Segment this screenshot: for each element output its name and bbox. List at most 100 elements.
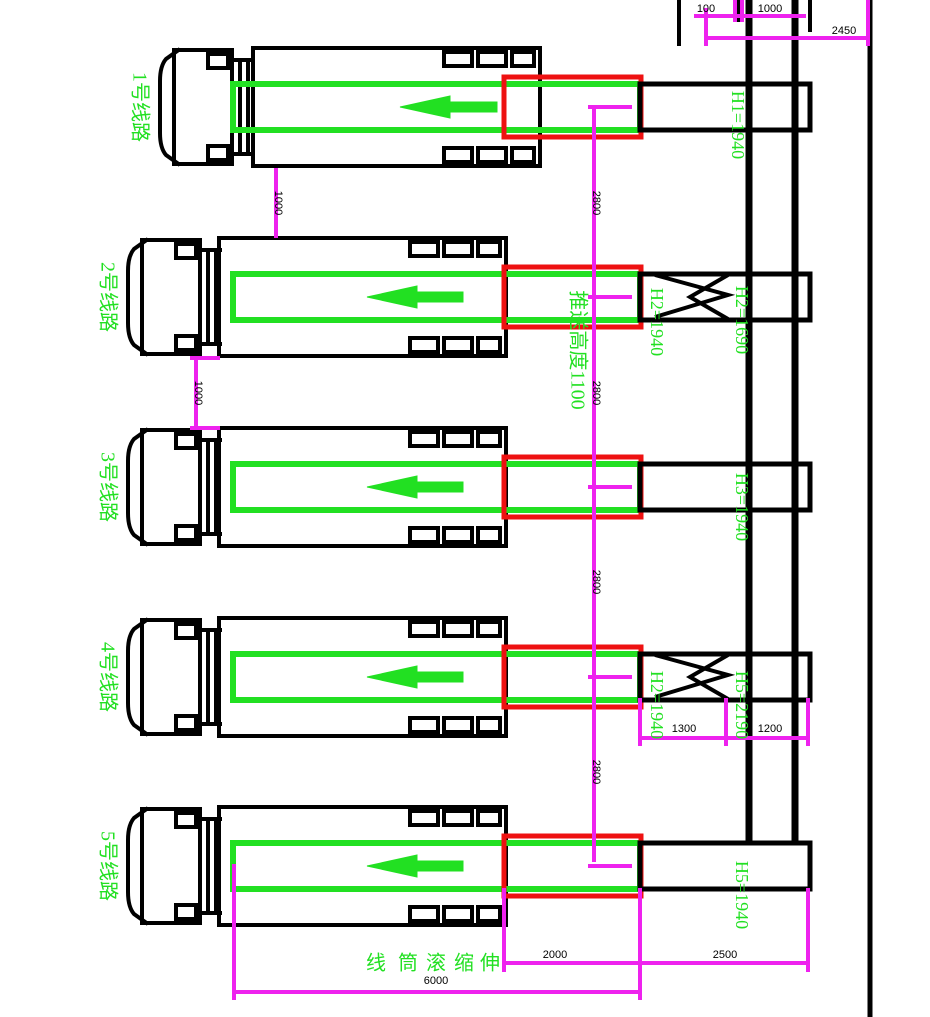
truck-2	[126, 236, 508, 358]
height-label-2b-group: H2=1690	[732, 286, 752, 354]
cab-outline-icon	[126, 427, 150, 547]
line-label-3: 3号线路	[96, 452, 119, 522]
line-label-1-group: 1号线路	[128, 72, 151, 142]
wheel-icon	[442, 430, 474, 448]
height-label-2b: H2=1690	[732, 286, 752, 354]
line-label-5-group: 5号线路	[96, 831, 119, 901]
cab-outline-icon	[126, 617, 150, 737]
mirror-icon	[206, 52, 230, 70]
dimension-text: 1200	[758, 723, 782, 735]
mirror-icon	[174, 903, 198, 921]
line-label-3-group: 3号线路	[96, 452, 119, 522]
telescopic-char-4: 筒	[398, 952, 418, 975]
wheel-icon	[442, 240, 474, 258]
trucks-layer	[126, 46, 644, 927]
line-label-5: 5号线路	[96, 831, 119, 901]
wheel-icon	[476, 146, 508, 164]
cab-outline-icon	[126, 806, 150, 926]
wheel-icon	[442, 905, 474, 923]
dim-text-group: 2800	[590, 381, 602, 405]
height-label-1-group: H1=1940	[728, 91, 748, 159]
dim-text-group: 1000	[272, 191, 284, 215]
dimension-text: 2800	[590, 760, 602, 784]
arrow-left-icon	[366, 475, 464, 499]
telescopic-char-5: 线	[366, 952, 386, 975]
line-label-4-group: 4号线路	[96, 642, 119, 712]
wheel-icon	[442, 620, 474, 638]
mirror-icon	[174, 524, 198, 542]
wheel-icon	[442, 336, 474, 354]
wheel-icon	[442, 146, 474, 164]
dimension-text: 100	[697, 3, 715, 15]
height-label-4-group: H2=1940	[647, 671, 667, 739]
height-label-2: H2=1940	[647, 288, 667, 356]
cab-outline-icon	[158, 47, 182, 167]
mirror-icon	[174, 432, 198, 450]
mirror-icon	[174, 334, 198, 352]
wheel-icon	[476, 905, 502, 923]
conveyor-extension-1	[637, 81, 813, 133]
dimension-text: 2800	[590, 191, 602, 215]
telescopic-char-2: 缩	[454, 952, 474, 975]
wheel-icon	[442, 716, 474, 734]
height-label-3: H3=1940	[732, 473, 752, 541]
conveyor-extension-5	[637, 840, 813, 892]
truck-1	[158, 46, 542, 168]
dimensions-layer	[190, 0, 870, 1000]
dimension-text: 2800	[590, 570, 602, 594]
dimension-text: 2500	[713, 949, 737, 961]
mirror-icon	[174, 811, 198, 829]
cab-outline-icon	[126, 237, 150, 357]
arrow-left-icon	[366, 665, 464, 689]
truck-4	[126, 616, 508, 738]
push-height-label-group: 推送高度1100	[566, 290, 589, 409]
wheel-icon	[408, 430, 440, 448]
height-label-1: H1=1940	[728, 91, 748, 159]
wheel-icon	[442, 809, 474, 827]
structure-layer	[637, 0, 873, 1017]
wheel-icon	[510, 146, 536, 164]
telescopic-char-3: 滚	[426, 952, 446, 975]
wheel-icon	[408, 240, 440, 258]
wheel-icon	[442, 50, 474, 68]
wheel-icon	[476, 336, 502, 354]
wheel-icon	[476, 526, 502, 544]
height-label-4: H2=1940	[647, 671, 667, 739]
mirror-icon	[206, 144, 230, 162]
line-label-2-group: 2号线路	[96, 262, 119, 332]
line-label-2: 2号线路	[96, 262, 119, 332]
dim-text-group: 2800	[590, 760, 602, 784]
wheel-icon	[408, 809, 440, 827]
mirror-icon	[174, 622, 198, 640]
wheel-icon	[510, 50, 536, 68]
height-label-5-group: H5=1940	[732, 861, 752, 929]
dim-text-group: 1000	[192, 381, 204, 405]
telescopic-char-1: 伸	[480, 952, 500, 975]
wheel-icon	[408, 336, 440, 354]
dimension-text: 2000	[543, 949, 567, 961]
cargo-box	[251, 46, 542, 168]
wheel-icon	[476, 809, 502, 827]
wheel-icon	[476, 50, 508, 68]
arrow-left-icon	[399, 95, 498, 119]
dim-text-group: 2800	[590, 570, 602, 594]
arrow-left-icon	[366, 285, 464, 309]
mirror-icon	[174, 714, 198, 732]
conveyor-extension-3	[637, 461, 813, 513]
wheel-icon	[408, 905, 440, 923]
height-label-3-group: H3=1940	[732, 473, 752, 541]
wheel-icon	[442, 526, 474, 544]
dimension-text: 1000	[758, 3, 782, 15]
conveyor-extension-2	[637, 271, 813, 323]
dimension-text: 1000	[192, 381, 204, 405]
ramp-icon	[654, 273, 736, 321]
wheel-icon	[476, 240, 502, 258]
push-height-label: 推送高度1100	[566, 290, 589, 409]
wheel-icon	[408, 526, 440, 544]
mirror-icon	[174, 242, 198, 260]
height-label-4b: H5=2190	[732, 671, 752, 739]
dimension-text: 2800	[590, 381, 602, 405]
line-label-4: 4号线路	[96, 642, 119, 712]
